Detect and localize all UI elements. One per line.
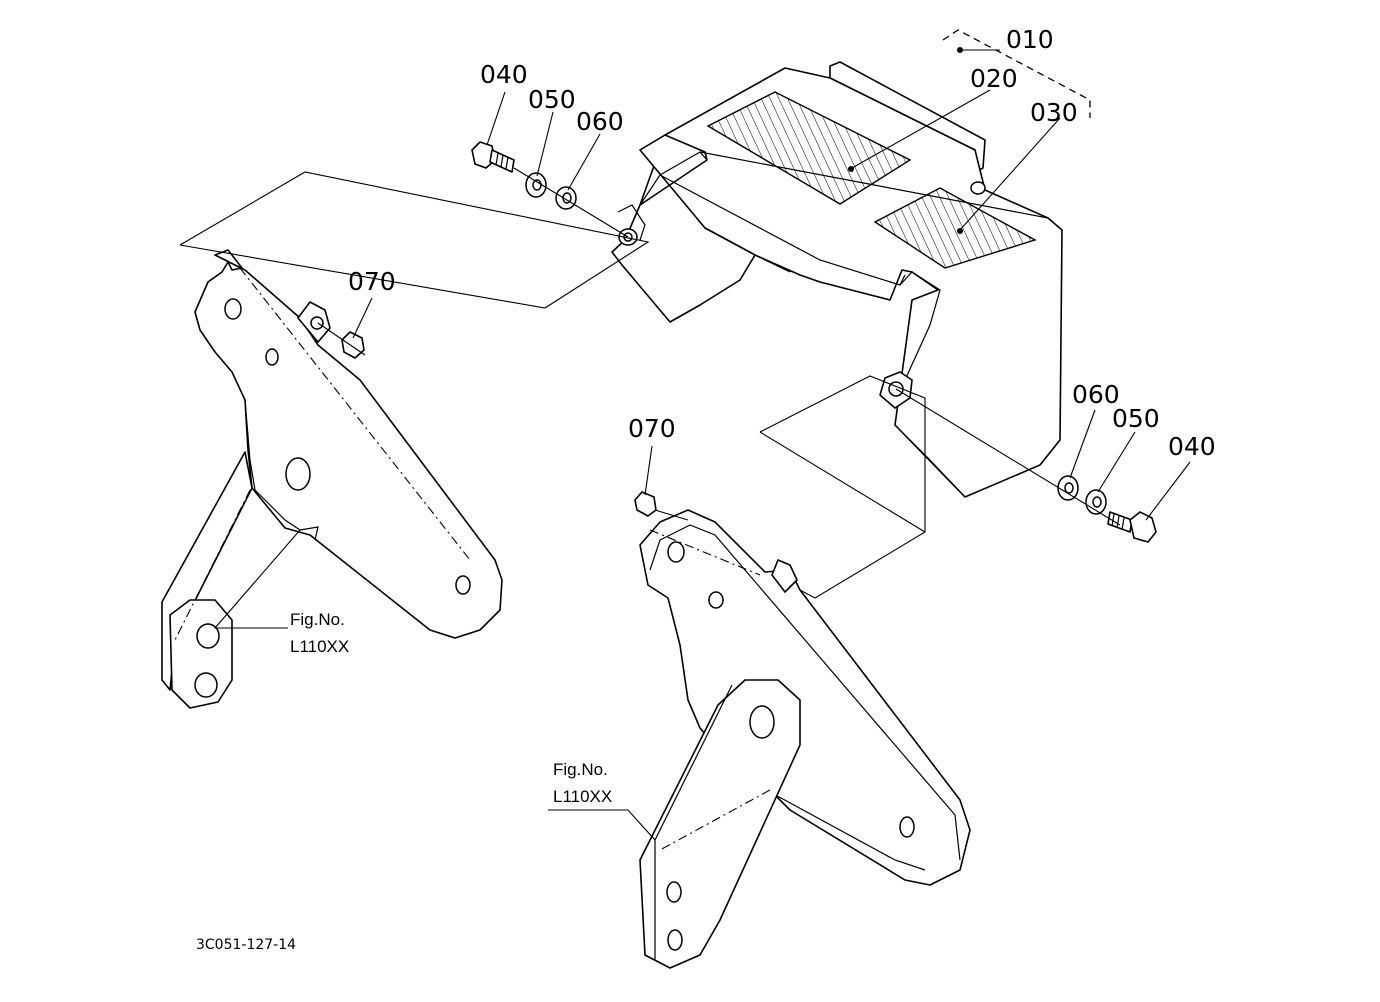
label-020: 020 [970, 64, 1018, 93]
label-030: 030 [1030, 98, 1078, 127]
bolt-040-upper [471, 141, 515, 173]
left-bracket [161, 249, 503, 709]
label-060-upper: 060 [576, 107, 624, 136]
label-040-upper: 040 [480, 60, 528, 89]
label-010: 010 [1006, 25, 1054, 54]
right-bracket [639, 509, 971, 969]
label-050-lower: 050 [1112, 404, 1160, 433]
washer-060-lower [1057, 475, 1079, 501]
label-070-right: 070 [628, 414, 676, 443]
label-070-left: 070 [348, 267, 396, 296]
assembly-lines [174, 167, 1121, 851]
label-050-upper: 050 [528, 85, 576, 114]
diagram-code: 3C051-127-14 [196, 937, 296, 953]
label-leaders [213, 47, 1191, 841]
fig-ref-left-line1: Fig.No. [290, 610, 345, 629]
nut-070-right [634, 491, 657, 517]
fig-ref-left-line2: L110XX [290, 637, 349, 656]
fig-ref-right-line1: Fig.No. [553, 760, 608, 779]
bolt-040-lower [1107, 511, 1157, 543]
cover-panel [611, 61, 1063, 498]
label-060-lower: 060 [1072, 380, 1120, 409]
washer-050-upper [525, 172, 547, 198]
nut-070-left [341, 331, 365, 359]
fig-ref-right-line2: L110XX [553, 787, 612, 806]
label-040-lower: 040 [1168, 432, 1216, 461]
washer-060-upper [555, 186, 577, 210]
